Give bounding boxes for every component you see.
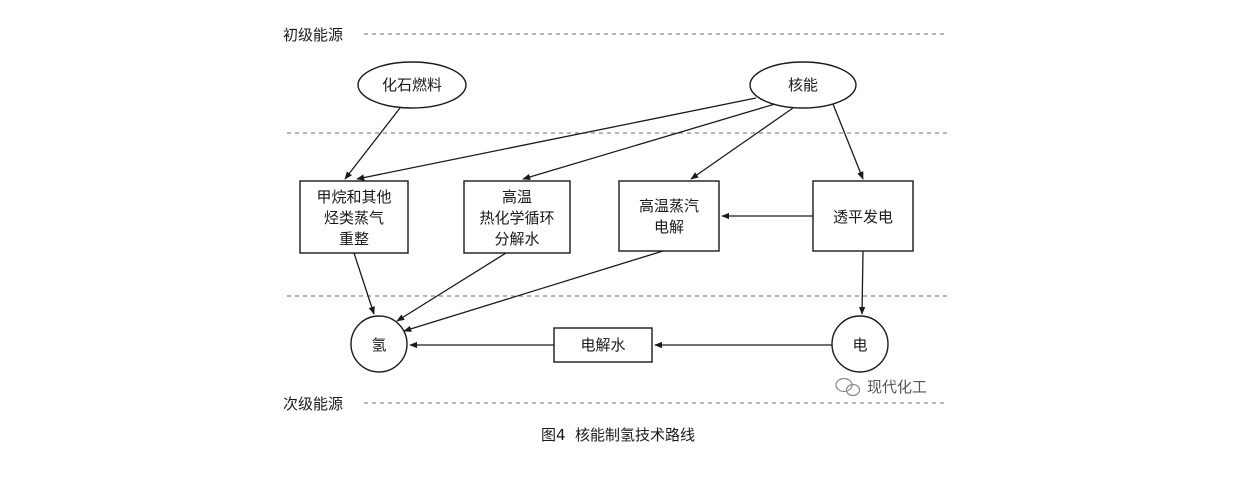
electricity-label: 电 — [852, 336, 867, 354]
electricity-node: 电 — [831, 315, 889, 373]
thermochemical-line-1: 高温 — [502, 188, 532, 206]
steam-electrolysis-line-2: 电解 — [654, 218, 684, 236]
fossil-fuel-label: 化石燃料 — [382, 76, 442, 94]
steam-electrolysis-line-1: 高温蒸汽 — [639, 197, 699, 215]
arrow-reforming-to-hydrogen — [353, 252, 375, 315]
steam-electrolysis-box: 高温蒸汽 电解 — [618, 180, 720, 252]
steam-reforming-line-1: 甲烷和其他 — [316, 188, 391, 206]
arrow-thermochemical-to-hydrogen — [396, 252, 507, 322]
thermochemical-cycle-box: 高温 热化学循环 分解水 — [463, 180, 571, 254]
nuclear-energy-node: 核能 — [749, 61, 857, 109]
arrow-nuclear-to-turbine — [832, 103, 864, 180]
wechat-icon — [835, 377, 861, 397]
hydrogen-label: 氢 — [371, 336, 386, 354]
arrow-turbine-to-electricity — [858, 250, 866, 315]
arrow-nuclear-to-reforming — [356, 97, 757, 181]
arrow-nuclear-to-steam-electrolysis — [690, 107, 794, 180]
watermark-text: 现代化工 — [867, 378, 927, 396]
hydrogen-node: 氢 — [350, 315, 408, 373]
arrow-steam-electrolysis-to-hydrogen — [403, 250, 664, 332]
fossil-fuel-node: 化石燃料 — [357, 61, 467, 109]
steam-reforming-line-3: 重整 — [339, 230, 369, 248]
turbine-generation-label: 透平发电 — [833, 208, 893, 226]
water-electrolysis-box: 电解水 — [553, 327, 653, 363]
arrow-fossil-to-reforming — [344, 107, 401, 180]
thermochemical-line-2: 热化学循环 — [479, 209, 554, 227]
turbine-generation-box: 透平发电 — [812, 180, 914, 252]
arrow-nuclear-to-thermochemical — [522, 103, 776, 181]
steam-reforming-line-2: 烃类蒸气 — [324, 209, 384, 227]
nuclear-energy-label: 核能 — [788, 76, 818, 94]
thermochemical-line-3: 分解水 — [494, 230, 539, 248]
secondary-energy-label: 次级能源 — [283, 395, 343, 413]
steam-reforming-box: 甲烷和其他 烃类蒸气 重整 — [299, 180, 409, 254]
primary-energy-label: 初级能源 — [283, 26, 343, 44]
watermark: 现代化工 — [835, 377, 927, 397]
water-electrolysis-label: 电解水 — [580, 336, 625, 354]
figure-caption: 图4 核能制氢技术路线 — [541, 426, 695, 444]
